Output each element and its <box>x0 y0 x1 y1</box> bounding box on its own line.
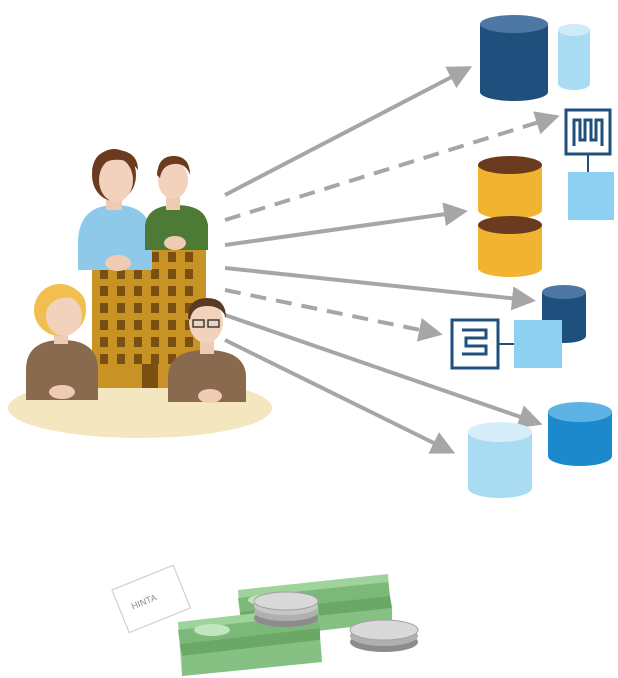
server-icon <box>564 108 614 220</box>
building-window <box>100 337 108 347</box>
building-window <box>151 252 159 262</box>
building-window <box>100 303 108 313</box>
arrow-to-blue-database <box>224 313 543 429</box>
receipt-icon: HINTA <box>111 564 192 634</box>
arrow-to-gold-database <box>224 202 468 247</box>
arrow-to-small-dark-database <box>224 266 536 311</box>
building-window <box>117 320 125 330</box>
database-icon <box>478 216 542 277</box>
database-icon <box>548 402 612 466</box>
building-window <box>151 320 159 330</box>
server-icon <box>450 318 562 370</box>
arrow-to-dark-database <box>224 66 473 197</box>
dashed-arrow-to-server-top <box>224 111 560 222</box>
building-window <box>168 320 176 330</box>
building-window <box>168 337 176 347</box>
building-window <box>185 320 193 330</box>
building-window <box>117 337 125 347</box>
building-window <box>117 269 125 279</box>
building-window <box>134 320 142 330</box>
building-window <box>168 252 176 262</box>
building-window <box>100 320 108 330</box>
building-window <box>100 269 108 279</box>
person-woman-icon <box>78 149 152 271</box>
building-window <box>151 269 159 279</box>
building-window <box>168 303 176 313</box>
organization <box>8 149 272 438</box>
person-blonde-woman-icon <box>26 284 98 400</box>
building-window <box>134 337 142 347</box>
building-window <box>168 286 176 296</box>
building-window <box>100 286 108 296</box>
dashed-arrow-to-server-middle <box>224 288 443 342</box>
building-window <box>151 354 159 364</box>
building-window <box>117 354 125 364</box>
building-window <box>134 303 142 313</box>
arrow-to-light-database <box>224 338 456 454</box>
building-window <box>185 252 193 262</box>
building-window <box>117 303 125 313</box>
building-window <box>117 286 125 296</box>
building-window <box>168 269 176 279</box>
database-icon <box>480 15 548 101</box>
building-window <box>134 354 142 364</box>
building-window <box>185 269 193 279</box>
coin-icon <box>349 619 419 652</box>
building-window <box>185 303 193 313</box>
money: HINTA <box>111 564 419 676</box>
building-window <box>134 286 142 296</box>
building-window <box>168 354 176 364</box>
coin-icon <box>253 591 319 627</box>
building-window <box>134 269 142 279</box>
person-man-glasses-icon <box>168 298 246 403</box>
database-icon <box>478 156 542 219</box>
database-icon <box>558 24 590 90</box>
database-icon <box>468 422 532 498</box>
arrows <box>224 66 560 454</box>
building-window <box>151 286 159 296</box>
building-window <box>151 303 159 313</box>
building-window <box>185 337 193 347</box>
person-man-icon <box>145 155 208 250</box>
building-window <box>185 286 193 296</box>
building-window <box>151 337 159 347</box>
building-window <box>100 354 108 364</box>
